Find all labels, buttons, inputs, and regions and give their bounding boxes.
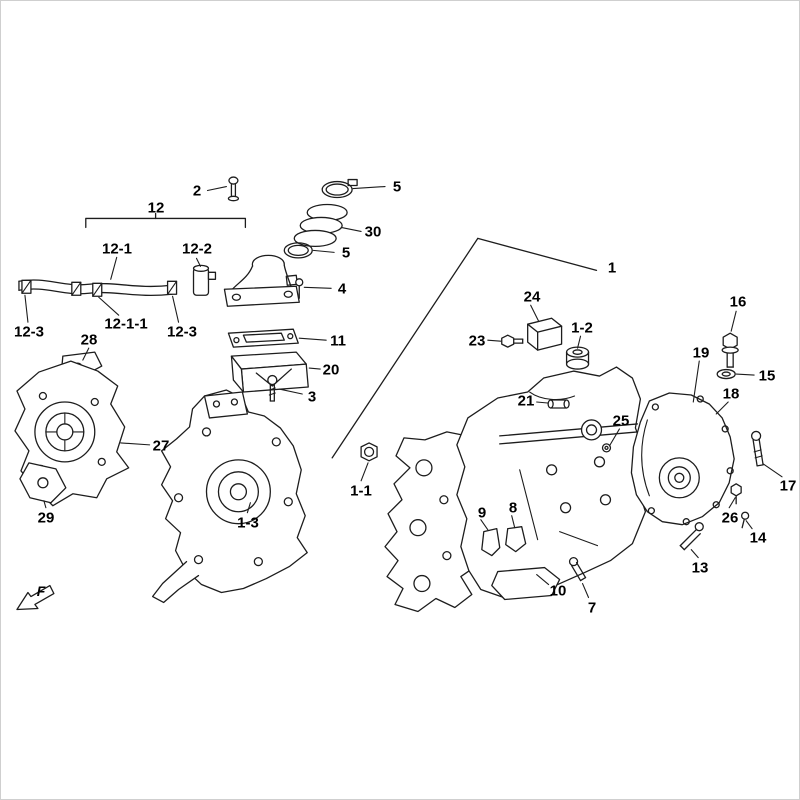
crankcase-body: [456, 366, 647, 599]
part-14-screw: [740, 511, 750, 529]
intake-manifold: [223, 254, 300, 307]
part-15-washer: [716, 368, 736, 380]
part-9-bracket: [481, 528, 501, 557]
part-5-clamp-lower: [283, 242, 313, 259]
part-11-gasket: [227, 328, 299, 348]
part-16-bolt: [721, 332, 739, 368]
part-8-bracket: [505, 526, 527, 553]
part-2-screw: [227, 176, 240, 202]
hose-clips: [21, 279, 178, 297]
leader-lines: [24, 185, 783, 599]
part-1-1-nut: [360, 442, 378, 462]
group-12-bracket: [85, 212, 247, 229]
group-1-boundary-lines: [331, 237, 598, 459]
part-26-bolt: [730, 483, 742, 505]
part-17-bolt: [750, 430, 764, 467]
part-30-duct: [293, 203, 348, 248]
part-1-2-bushing: [565, 346, 590, 370]
part-13-bolt: [679, 522, 704, 551]
part-1-3-crankcase-half: [151, 389, 308, 604]
part-12-2-fitting: [192, 264, 217, 296]
part-7-bolt: [568, 556, 587, 582]
crankcase-cover: [630, 392, 735, 526]
part-23-bolt: [501, 334, 524, 348]
part-21-stud: [547, 399, 570, 409]
part-4-bolt: [295, 278, 304, 299]
part-25-dowel: [601, 443, 612, 453]
part-5-clamp-upper: [321, 178, 358, 199]
front-direction-arrow: [16, 584, 55, 611]
part-24-damper: [527, 317, 563, 351]
part-3-screw: [267, 374, 278, 402]
bottom-mount: [491, 566, 561, 601]
part-29-arm: [19, 462, 67, 504]
